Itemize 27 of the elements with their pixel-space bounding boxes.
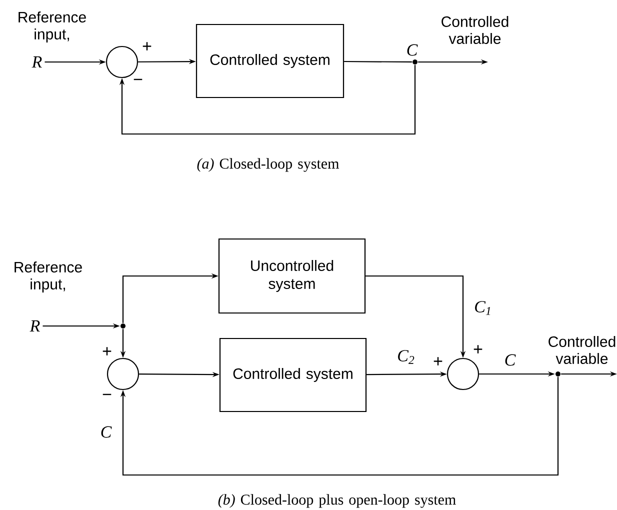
output-label: Controlled variable xyxy=(442,16,508,44)
input-label: R xyxy=(30,320,40,332)
figure-caption: (a) Closed-loop system xyxy=(197,158,340,172)
edge-label: C$_{2}$ xyxy=(398,350,414,364)
sign-label: + xyxy=(102,347,112,356)
input-label: R xyxy=(32,56,42,68)
edge-label: C$_{1}$ xyxy=(475,301,490,315)
summing-circle xyxy=(106,358,140,390)
input-caption: Reference input, xyxy=(18,12,86,42)
arrow xyxy=(119,65,416,135)
sign-label: + xyxy=(434,357,442,366)
summing-circle xyxy=(106,46,138,78)
sign-label: + xyxy=(142,42,152,50)
signal-label: C xyxy=(407,44,418,56)
output-label: Controlled variable xyxy=(548,336,616,364)
sign-label: + xyxy=(474,345,482,354)
sign-label: − xyxy=(134,78,142,80)
figure-caption: (b) Closed-loop plus open-loop system xyxy=(218,494,456,508)
summing-circle xyxy=(446,358,480,390)
edge-label: C xyxy=(505,354,516,366)
sign-label: − xyxy=(102,394,112,396)
block-box: Controlled system xyxy=(219,338,367,412)
edge-label: C xyxy=(101,426,112,438)
block-box: Controlled system xyxy=(196,24,344,98)
input-caption: Reference input, xyxy=(14,262,82,292)
block-box: Uncontrolled system xyxy=(218,238,366,314)
arrow xyxy=(120,377,559,476)
